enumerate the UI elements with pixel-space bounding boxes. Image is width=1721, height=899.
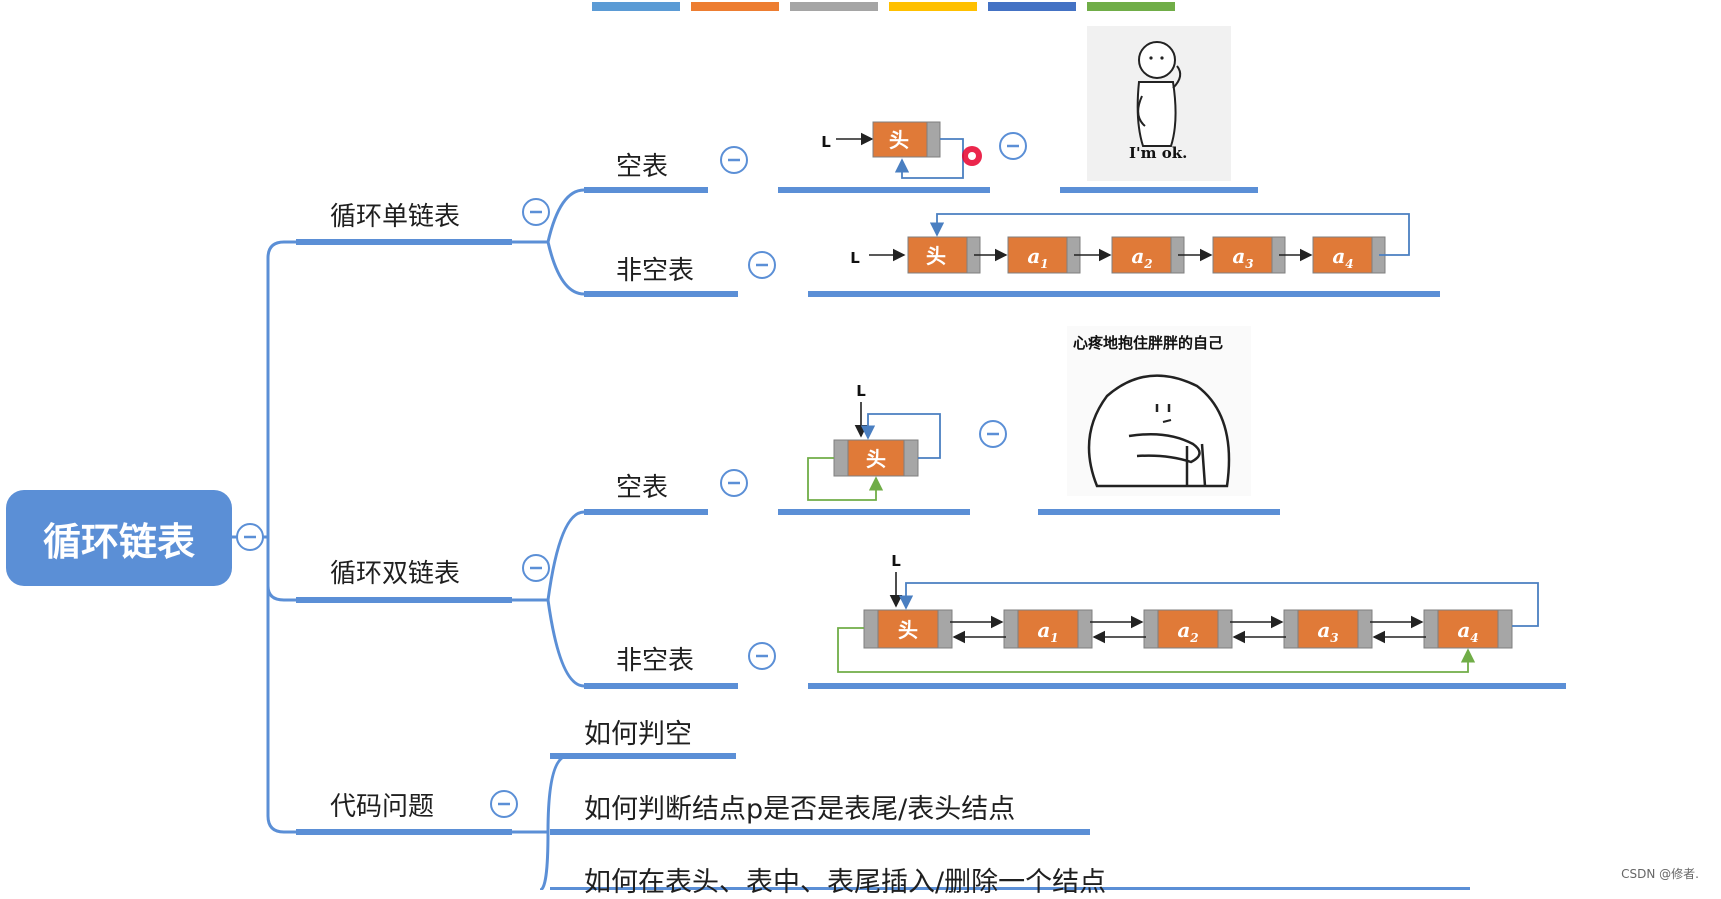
double-empty-collapse-button[interactable] [720,469,748,497]
head-label: 头 [889,128,909,152]
double-collapse-button[interactable] [522,554,550,582]
self-loop [894,138,964,179]
blob-hug-icon [1087,374,1231,488]
node-next-cap [903,439,919,477]
tail-to-head-loop [929,213,1410,256]
pointer-label-L: L [856,382,866,400]
pointer-label-L: L [850,249,860,267]
node-next-cap [1217,609,1233,649]
single-nonempty-list-label[interactable]: 非空表 [616,256,695,286]
double-empty-list-label[interactable]: 空表 [616,473,669,503]
data-node-label-a2: a2 [1131,244,1152,271]
connector-curve [546,241,585,296]
head-label: 头 [866,447,886,471]
branch-code-issues[interactable]: 代码问题 [330,792,435,822]
node-next-cap [937,609,953,649]
data-node-label-a4: a4 [1332,244,1353,271]
branch-circular-doubly-linked-list[interactable]: 循环双链表 [330,559,461,589]
connector-curve [546,510,585,601]
next-self-loop [860,413,941,459]
code-question-check-empty[interactable]: 如何判空 [584,719,692,750]
head-label: 头 [898,618,918,642]
node-next-cap [1357,609,1373,649]
data-node-label-a3: a3 [1232,244,1253,271]
data-node-label-a1: a1 [1027,244,1048,271]
node-pointer-cap [926,121,941,158]
meme-ok-caption: I'm ok. [1129,144,1188,162]
tail-to-head-next-loop [898,582,1539,627]
connector-curve [546,599,585,688]
head-to-tail-prior-loop [837,627,1476,673]
meme-hug-caption: 心疼地抱住胖胖的自己 [1073,334,1224,352]
node-prior-cap [1003,609,1019,649]
pointer-label-L: L [891,552,901,570]
footer-credit: CSDN @修者. [1621,867,1699,881]
diagram-double-empty-collapse-button[interactable] [979,420,1007,448]
legend-swatch [790,2,878,11]
root-label: 循环链表 [42,519,195,564]
single-collapse-button[interactable] [522,198,550,226]
node-prior-cap [1143,609,1159,649]
legend-swatch [592,2,680,11]
node-prior-cap [833,439,849,477]
single-empty-list-label[interactable]: 空表 [616,152,669,182]
data-node-a2 [1143,609,1233,649]
node-prior-cap [863,609,879,649]
node-next-cap [1497,609,1513,649]
code-question-insert-delete[interactable]: 如何在表头、表中、表尾插入/删除一个结点 [584,867,1107,898]
double-nonempty-list-label[interactable]: 非空表 [616,646,695,676]
node-prior-cap [1283,609,1299,649]
diagram-empty-collapse-button[interactable] [999,132,1027,160]
legend-swatch [691,2,779,11]
data-node-a3 [1283,609,1373,649]
single-nonempty-collapse-button[interactable] [748,251,776,279]
prior-self-loop [807,457,884,501]
connector-curve [546,188,585,243]
legend-swatch [889,2,977,11]
head-label: 头 [926,244,946,268]
meme-hug: 心疼地抱住胖胖的自己 [1067,326,1251,496]
connector-curve [546,754,567,833]
single-empty-collapse-button[interactable] [720,146,748,174]
branch-circular-singly-linked-list[interactable]: 循环单链表 [330,202,461,232]
connector-curve [266,537,296,602]
code-collapse-button[interactable] [490,790,518,818]
meme-im-ok: I'm ok. [1087,26,1231,181]
data-node-label-a1: a1 [1037,618,1058,645]
connector-curve [266,537,296,834]
data-node-label-a3: a3 [1317,618,1338,645]
connector-curve [266,240,296,537]
head-node [863,609,953,649]
double-nonempty-collapse-button[interactable] [748,642,776,670]
data-node-label-a2: a2 [1177,618,1198,645]
root-node[interactable]: 循环链表 [6,490,232,586]
connector-curve [539,831,550,890]
pointer-label-L: L [821,133,831,151]
cursor-dot-center [968,152,976,160]
data-node-label-a4: a4 [1457,618,1478,645]
node-next-cap [1077,609,1093,649]
stick-figure-icon [1136,41,1182,147]
legend-swatch [988,2,1076,11]
node-prior-cap [1423,609,1439,649]
legend-swatch [1087,2,1175,11]
root-collapse-button[interactable] [236,523,264,551]
code-question-check-tail-head[interactable]: 如何判断结点p是否是表尾/表头结点 [584,794,1016,825]
